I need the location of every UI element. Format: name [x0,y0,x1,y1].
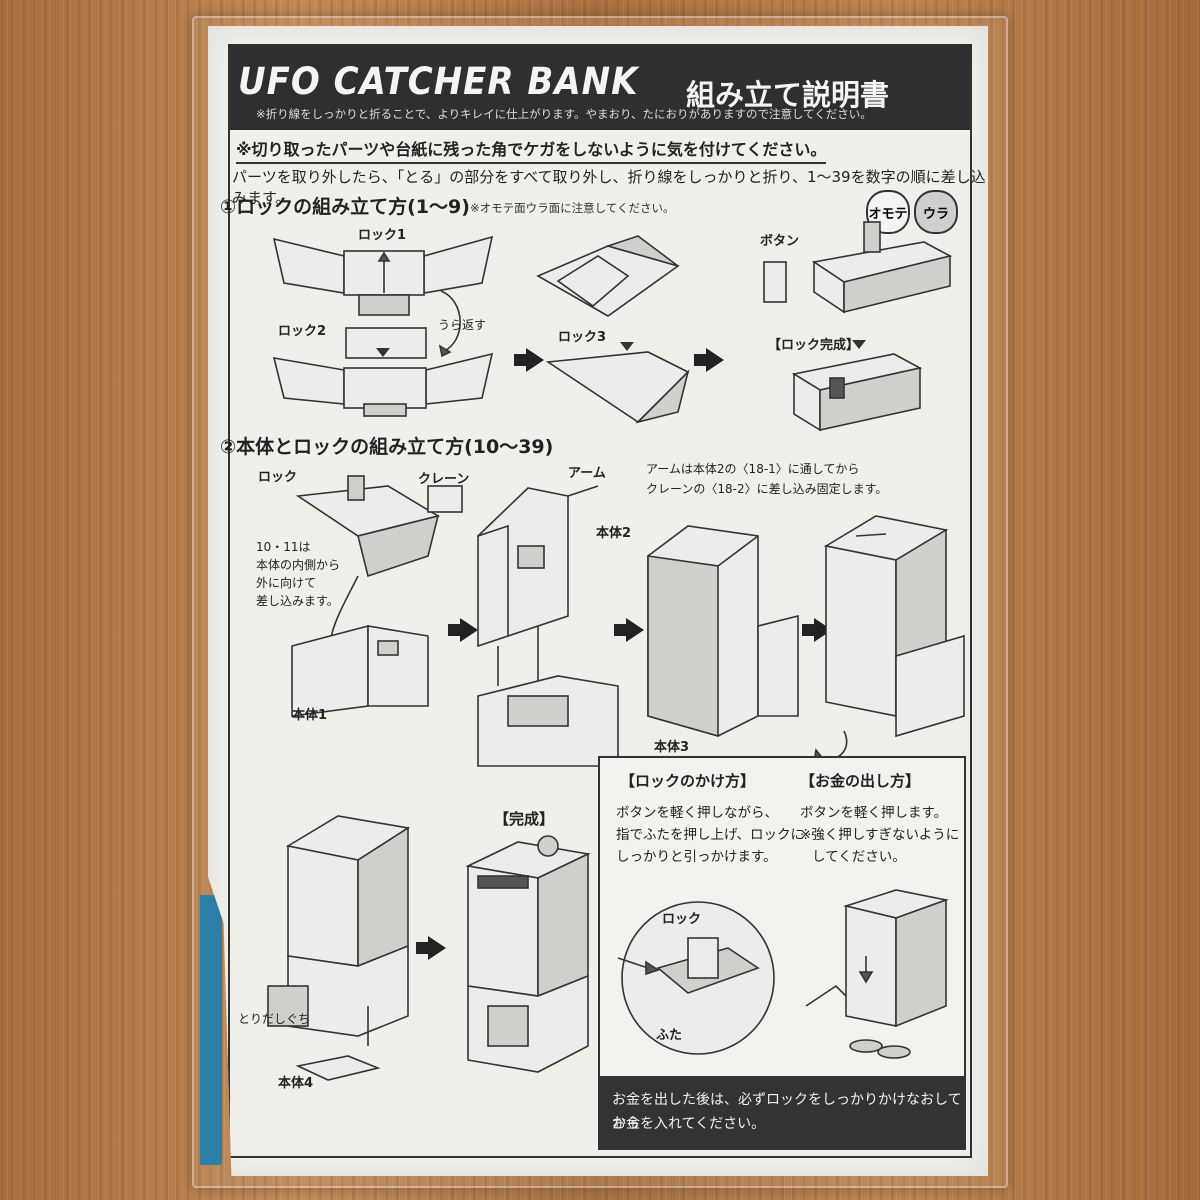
label-body1: 本体1 [292,708,328,723]
body-closed-diagram [823,515,965,738]
step-arrow-4 [614,618,644,642]
label-complete: 【完成】 [494,810,555,828]
label-body3: 本体3 [654,740,690,755]
body2-crane-diagram [427,485,619,767]
label-lock3: ロック3 [558,330,607,345]
usage-info-box: 【ロックのかけ方】 ボタンを軽く押しながら、 指でふたを押し上げ、ロックに しっ… [598,756,966,1150]
intro-text: パーツを取り外したら、「とる」の部分をすべて取り外し、折り線をしっかりと折り、1… [232,168,986,207]
label-outlet: とりだしぐち [238,1012,311,1026]
step-down-arrow-3 [852,340,866,349]
safety-warning: ※切り取ったパーツや台紙に残った角でケガをしないように気を付けてください。 [236,136,827,164]
label-lock-done: 【ロック完成】 [768,338,860,353]
footer-warning-bar: お金を出した後は、必ずロックをしっかりかけなおしてから お金を入れてください。 [600,1076,964,1148]
lock1-net-diagram [272,235,494,316]
label-body4: 本体4 [278,1076,314,1091]
blue-backing-tab [200,895,222,1165]
body4-diagram [267,815,411,1081]
flip-arrow [438,290,461,358]
footer-line2: お金を入れてください。 [612,1116,766,1132]
lock2-net-diagram [272,327,494,417]
label-lock2: ロック2 [278,324,327,339]
money-howto-line2: ※強く押しすぎないように [800,827,960,843]
product-logo: UFO CATCHER BANK [238,60,639,104]
label-crane: クレーン [418,472,470,487]
arm-note-2: クレーンの〈18-2〉に差し込み固定します。 [646,482,888,496]
label-button: ボタン [760,234,800,249]
step-down-arrow [376,348,390,357]
note-10-11-line2: 本体の内側から [256,558,341,572]
lock3-folded-diagram [545,351,690,424]
section2-title: ②本体とロックの組み立て方(10〜39) [220,436,554,458]
lock-closeup-diagram [617,901,775,1055]
label-lock1: ロック1 [358,228,407,243]
step-arrow-2 [694,348,724,372]
lock-howto-line1: ボタンを軽く押しながら、 [616,805,778,821]
label-lock: ロック [258,470,298,485]
label-body2: 本体2 [596,526,632,541]
badge-front: オモテ [866,190,910,234]
note-10-11-line4: 差し込みます。 [256,594,339,608]
step-arrow-3 [448,618,478,642]
label-lid: ふた [656,1028,683,1043]
instruction-sheet: UFO CATCHER BANK 組み立て説明書 ※折り線をしっかりと折ることで… [208,26,988,1176]
step-down-arrow-2 [620,342,634,351]
footer-line1: お金を出した後は、必ずロックをしっかりかけなおしてから [612,1092,962,1132]
body1-assembly-diagram [291,475,441,717]
complete-machine-diagram [465,835,591,1073]
fold-note: ※折り線をしっかりと折ることで、よりキレイに仕上がります。やまおり、たにおりがあ… [256,107,872,121]
button-assembly-diagram [763,221,953,314]
lock-complete-diagram [791,353,923,432]
badge-back: ウラ [914,190,958,234]
step-arrow-1 [514,348,544,372]
body3-diagram [647,525,799,738]
manual-title: 組み立て説明書 [686,78,890,112]
note-10-11-line3: 外に向けて [256,576,317,590]
label-arm: アーム [568,466,606,481]
arm-note-1: アームは本体2の〈18-1〉に通してから [646,462,860,476]
note-10-11-line1: 10・11は [256,540,311,554]
section1-note: ※オモテ面ウラ面に注意してください。 [470,201,675,215]
lock3-folding-diagram [536,235,680,317]
label-lock-closeup: ロック [662,912,702,927]
money-howto-title: 【お金の出し方】 [800,772,921,790]
lock-howto-title: 【ロックのかけ方】 [620,772,756,790]
step-arrow-6 [416,936,446,960]
section1-title: ①ロックの組み立て方(1〜9) [220,196,470,218]
money-howto-line1: ボタンを軽く押します。 [800,805,948,821]
label-flip: うら返す [438,318,487,332]
lock-howto-line3: しっかりと引っかけます。 [616,849,777,865]
title-bar [228,44,972,130]
lock-howto-line2: 指でふたを押し上げ、ロックに [616,827,805,843]
money-howto-line3: してください。 [812,849,906,865]
money-out-diagram [805,889,949,1059]
